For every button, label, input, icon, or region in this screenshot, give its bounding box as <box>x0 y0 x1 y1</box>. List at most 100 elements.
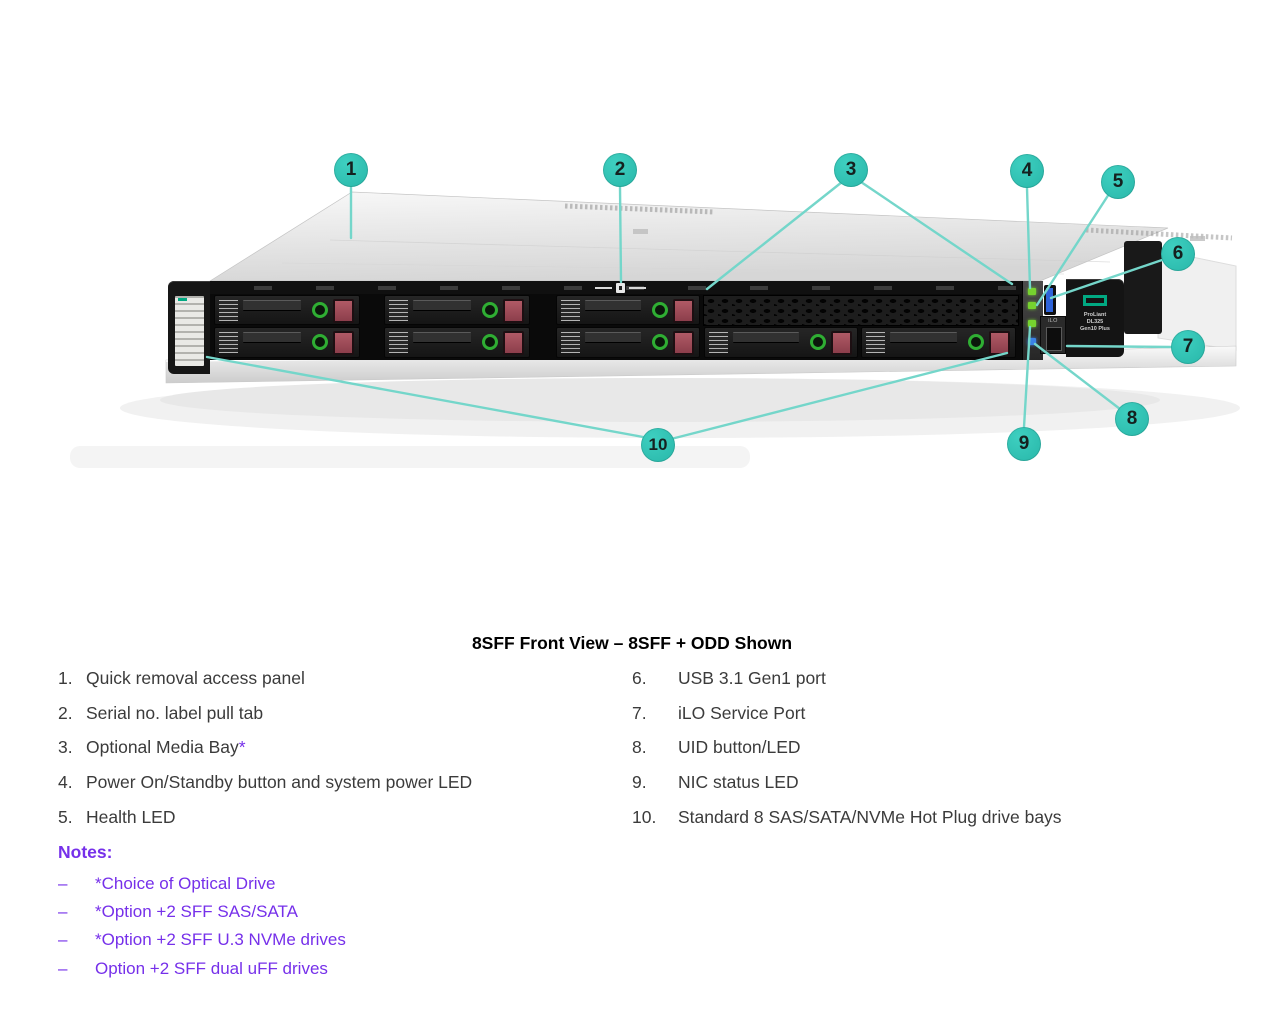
drive-lever <box>243 300 301 311</box>
callout-badge-3: 3 <box>834 153 868 187</box>
legend-item-4: 4.Power On/Standby button and system pow… <box>58 765 632 800</box>
note-dash: – <box>58 958 68 978</box>
brand-line: Gen10 Plus <box>1080 326 1110 332</box>
legend-item-8: 8. UID button/LED <box>632 731 1218 766</box>
legend-item-label: NIC status LED <box>678 772 1218 793</box>
server-chassis-art <box>70 191 1240 468</box>
callout-line-5 <box>1035 192 1111 307</box>
server-model-label: ProLiant DL325 Gen10 Plus <box>1066 312 1124 333</box>
drive-latch <box>333 331 354 355</box>
legend-item-10: 10.Standard 8 SAS/SATA/NVMe Hot Plug dri… <box>632 800 1218 835</box>
note-dash: – <box>58 930 68 950</box>
legend-item-7: 7. iLO Service Port <box>632 696 1218 731</box>
legend-item-text: Health LED <box>86 807 176 828</box>
right-ear-panel: ProLiant DL325 Gen10 Plus <box>1066 279 1124 357</box>
usb-connector <box>1046 288 1053 312</box>
drive-release-button <box>652 334 668 350</box>
callout-badge-1: 1 <box>334 153 368 187</box>
callout-badge-6: 6 <box>1161 237 1195 271</box>
legend-item-label: Power On/Standby button and system power… <box>86 772 632 793</box>
drive-latch <box>673 299 694 323</box>
drive-tray <box>556 295 700 325</box>
figure-legend: 1. Quick removal access panel 2.Serial no… <box>58 661 1218 835</box>
lid-mark <box>1190 236 1205 241</box>
note-item-3: –*Option +2 SFF U.3 NVMe drives <box>58 926 346 954</box>
callout-line-4 <box>1025 186 1032 290</box>
drive-release-button <box>652 302 668 318</box>
legend-item-number: 1. <box>58 667 73 688</box>
pull-tab-dash <box>629 287 646 289</box>
notes-section: Notes: –*Choice of Optical Drive –*Optio… <box>58 839 346 983</box>
health-led <box>1028 302 1036 309</box>
drive-lever <box>733 332 799 343</box>
legend-item-text: USB 3.1 Gen1 port <box>678 667 826 688</box>
legend-item-1: 1. Quick removal access panel <box>58 661 632 696</box>
legend-item-2: 2.Serial no. label pull tab <box>58 696 632 731</box>
ilo-port-label: iLO <box>1048 318 1058 324</box>
note-item-2: – *Option +2 SFF SAS/SATA <box>58 898 346 926</box>
callout-badge-9: 9 <box>1007 427 1041 461</box>
legend-item-5: 5. Health LED <box>58 800 632 835</box>
legend-item-label: Serial no. label pull tab <box>86 703 632 724</box>
power-led <box>1028 288 1036 295</box>
legend-item-label: Optional Media Bay* <box>86 737 632 758</box>
note-dash: – <box>58 902 68 922</box>
serial-label-pull-tab-panel <box>168 281 210 374</box>
legend-item-number: 9. <box>632 772 647 793</box>
legend-item-label: USB 3.1 Gen1 port <box>678 668 1218 689</box>
note-text: Option +2 SFF dual uFF drives <box>95 958 328 978</box>
hpe-logo <box>1083 295 1107 306</box>
note-dash: – <box>58 874 68 893</box>
drive-tray <box>214 295 360 325</box>
legend-item-number: 5. <box>58 807 73 828</box>
drive-label <box>219 300 238 321</box>
legend-item-9: 9. NIC status LED <box>632 765 1218 800</box>
note-text: *Option +2 SFF SAS/SATA <box>95 902 298 922</box>
callout-line-10a <box>205 355 645 439</box>
legend-item-text: UID button/LED <box>678 737 801 758</box>
legend-item-number: 10. <box>632 807 657 828</box>
legend-item-label: Health LED <box>86 807 632 828</box>
legend-item-text: Power On/Standby button and system power… <box>86 772 473 793</box>
callout-badge-5: 5 <box>1101 165 1135 199</box>
serial-pull-tab-icon <box>616 283 625 293</box>
right-bezel-module <box>1124 241 1162 334</box>
callout-badge-2: 2 <box>603 153 637 187</box>
legend-left-column: 1. Quick removal access panel 2.Serial no… <box>58 661 632 835</box>
note-item-1: – *Choice of Optical Drive <box>58 870 346 898</box>
legend-item-label: iLO Service Port <box>678 703 1218 724</box>
lid-vent-strip <box>1085 227 1233 241</box>
legend-item-text: NIC status LED <box>678 772 799 793</box>
drive-lever <box>413 332 471 343</box>
ilo-port-opening <box>1046 327 1062 351</box>
legend-item-text: Quick removal access panel <box>86 667 305 688</box>
footnote-asterisk: * <box>238 737 246 758</box>
legend-item-text: Serial no. label pull tab <box>86 702 264 723</box>
drive-release-button <box>482 302 498 318</box>
nic-status-led <box>1028 320 1036 327</box>
callout-line-10b <box>669 351 1009 441</box>
legend-item-6: 6. USB 3.1 Gen1 port <box>632 661 1218 696</box>
drive-label <box>219 332 238 353</box>
callout-lines <box>205 180 1173 441</box>
note-text: *Choice of Optical Drive <box>95 874 276 893</box>
legend-right-column: 6. USB 3.1 Gen1 port 7. iLO Service Port 8… <box>632 661 1218 835</box>
callout-line-3a <box>705 180 844 291</box>
lid-seam <box>281 262 1065 275</box>
drive-lever <box>890 332 957 343</box>
drive-tray <box>556 327 700 358</box>
lid-mark <box>633 229 648 234</box>
legend-item-3: 3.Optional Media Bay* <box>58 731 632 766</box>
drive-release-button <box>968 334 984 350</box>
legend-item-number: 6. <box>632 667 647 688</box>
callout-badge-8: 8 <box>1115 402 1149 436</box>
drive-label <box>866 332 885 353</box>
lid-seam <box>329 239 1111 263</box>
drive-tray <box>704 327 858 358</box>
legend-item-text: Optional Media Bay <box>86 737 239 758</box>
legend-item-number: 8. <box>632 737 647 758</box>
drive-tray <box>384 327 530 358</box>
drive-latch <box>831 331 852 355</box>
legend-item-number: 7. <box>632 702 647 723</box>
